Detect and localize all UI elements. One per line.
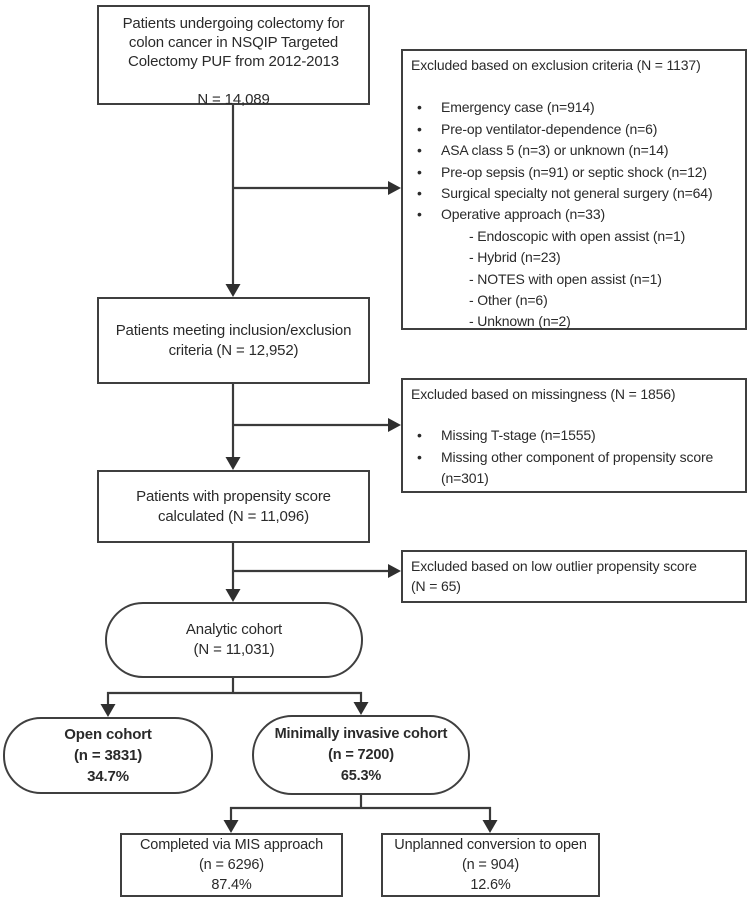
propensity-text: Patients with propensity score bbox=[136, 487, 331, 505]
exclusion1-subitem: - NOTES with open assist (n=1) bbox=[469, 270, 662, 287]
bullet-icon: • bbox=[417, 448, 422, 465]
arrow-into-exclusion1 bbox=[388, 181, 401, 195]
bullet-icon: • bbox=[417, 206, 422, 223]
bullet-icon: • bbox=[417, 185, 422, 202]
arrow-into-propensity bbox=[225, 457, 241, 470]
bullet-icon: • bbox=[417, 99, 422, 116]
conversion-n: (n = 904) bbox=[461, 857, 520, 873]
arrow-into-exclusion2 bbox=[388, 418, 401, 432]
completed-mis-n: (n = 6296) bbox=[198, 857, 264, 873]
exclusion1-subitem: - Other (n=6) bbox=[469, 292, 548, 309]
analytic-cohort-n: (N = 11,031) bbox=[193, 641, 275, 658]
exclusion1-item-text: Pre-op sepsis (n=91) or septic shock (n=… bbox=[441, 163, 707, 180]
box-analytic-cohort: Analytic cohort (N = 11,031) bbox=[105, 602, 363, 678]
arrow-into-analytic bbox=[225, 589, 241, 602]
arrow-into-mis-cohort bbox=[353, 702, 369, 715]
exclusion1-item: • Pre-op sepsis (n=91) or septic shock (… bbox=[411, 162, 739, 183]
exclusion1-item: • ASA class 5 (n=3) or unknown (n=14) bbox=[411, 140, 739, 161]
exclusion3-text: Excluded based on low outlier propensity… bbox=[411, 558, 697, 574]
arrow-into-exclusion3 bbox=[388, 564, 401, 578]
blank-line bbox=[411, 405, 739, 425]
blank-line bbox=[99, 71, 368, 90]
open-cohort-text: Open cohort bbox=[64, 726, 152, 743]
exclusion1-item: • Emergency case (n=914) bbox=[411, 97, 739, 118]
exclusion2-title: Excluded based on missingness (N = 1856) bbox=[411, 386, 676, 402]
exclusion1-subitem: - Unknown (n=2) bbox=[469, 313, 571, 330]
source-population-text: Colectomy PUF from 2012-2013 bbox=[128, 53, 339, 70]
completed-mis-percent: 87.4% bbox=[211, 877, 252, 893]
exclusion1-item: • Surgical specialty not general surgery… bbox=[411, 183, 739, 204]
arrow-into-converted bbox=[482, 820, 498, 833]
mis-cohort-n: (n = 7200) bbox=[328, 746, 394, 763]
analytic-cohort-text: Analytic cohort bbox=[185, 621, 283, 638]
exclusion2-item: • Missing other component of propensity … bbox=[411, 447, 739, 490]
open-cohort-n: (n = 3831) bbox=[73, 747, 143, 764]
source-population-n: N = 14,089 bbox=[197, 91, 270, 108]
exclusion1-item-text: Emergency case (n=914) bbox=[441, 99, 595, 116]
mis-cohort-percent: 65.3% bbox=[340, 767, 382, 784]
conversion-percent: 12.6% bbox=[470, 877, 511, 893]
box-mis-cohort: Minimally invasive cohort (n = 7200) 65.… bbox=[252, 715, 470, 795]
arrow-into-completed bbox=[223, 820, 239, 833]
propensity-text: calculated (N = 11,096) bbox=[158, 507, 309, 525]
bullet-icon: • bbox=[417, 120, 422, 137]
exclusion1-item: • Pre-op ventilator-dependence (n=6) bbox=[411, 119, 739, 140]
blank-line bbox=[411, 76, 739, 97]
bullet-icon: • bbox=[417, 427, 422, 444]
box-inclusion-exclusion: Patients meeting inclusion/exclusion cri… bbox=[97, 297, 370, 384]
exclusion2-item-text: Missing other component of propensity sc… bbox=[441, 448, 714, 487]
inclusion-text: criteria (N = 12,952) bbox=[168, 341, 299, 359]
box-unplanned-conversion: Unplanned conversion to open (n = 904) 1… bbox=[381, 833, 600, 897]
exclusion2-item: • Missing T-stage (n=1555) bbox=[411, 425, 739, 446]
arrow-into-open-cohort bbox=[100, 704, 116, 717]
exclusion1-item-text: Surgical specialty not general surgery (… bbox=[441, 185, 713, 202]
box-source-population: Patients undergoing colectomy for colon … bbox=[97, 5, 370, 108]
open-cohort-percent: 34.7% bbox=[87, 768, 129, 785]
mis-cohort-text: Minimally invasive cohort bbox=[274, 725, 448, 742]
exclusion1-item-text: ASA class 5 (n=3) or unknown (n=14) bbox=[441, 142, 669, 159]
bullet-icon: • bbox=[417, 163, 422, 180]
box-propensity-score: Patients with propensity score calculate… bbox=[97, 470, 370, 543]
arrow-into-inclusion bbox=[225, 284, 241, 297]
bullet-icon: • bbox=[417, 142, 422, 159]
box-excluded-low-outlier: Excluded based on low outlier propensity… bbox=[401, 550, 747, 603]
box-excluded-exclusion-criteria: Excluded based on exclusion criteria (N … bbox=[401, 49, 747, 330]
exclusion1-item-text: Operative approach (n=33) bbox=[441, 206, 605, 223]
exclusion1-subitem: - Hybrid (n=23) bbox=[469, 249, 561, 266]
inclusion-text: Patients meeting inclusion/exclusion bbox=[115, 321, 352, 339]
exclusion1-title: Excluded based on exclusion criteria (N … bbox=[411, 57, 701, 73]
exclusion3-text: (N = 65) bbox=[411, 578, 461, 594]
exclusion1-item: • Operative approach (n=33) bbox=[411, 204, 739, 225]
conversion-text: Unplanned conversion to open bbox=[394, 837, 587, 853]
exclusion1-subitem: - Endoscopic with open assist (n=1) bbox=[469, 227, 686, 244]
box-excluded-missingness: Excluded based on missingness (N = 1856)… bbox=[401, 378, 747, 493]
source-population-text: colon cancer in NSQIP Targeted bbox=[128, 34, 339, 51]
box-completed-mis: Completed via MIS approach (n = 6296) 87… bbox=[120, 833, 343, 897]
exclusion1-item-text: Pre-op ventilator-dependence (n=6) bbox=[441, 120, 658, 137]
exclusion2-item-text: Missing T-stage (n=1555) bbox=[441, 427, 596, 444]
completed-mis-text: Completed via MIS approach bbox=[139, 837, 324, 853]
box-open-cohort: Open cohort (n = 3831) 34.7% bbox=[3, 717, 213, 794]
source-population-text: Patients undergoing colectomy for bbox=[122, 15, 345, 32]
